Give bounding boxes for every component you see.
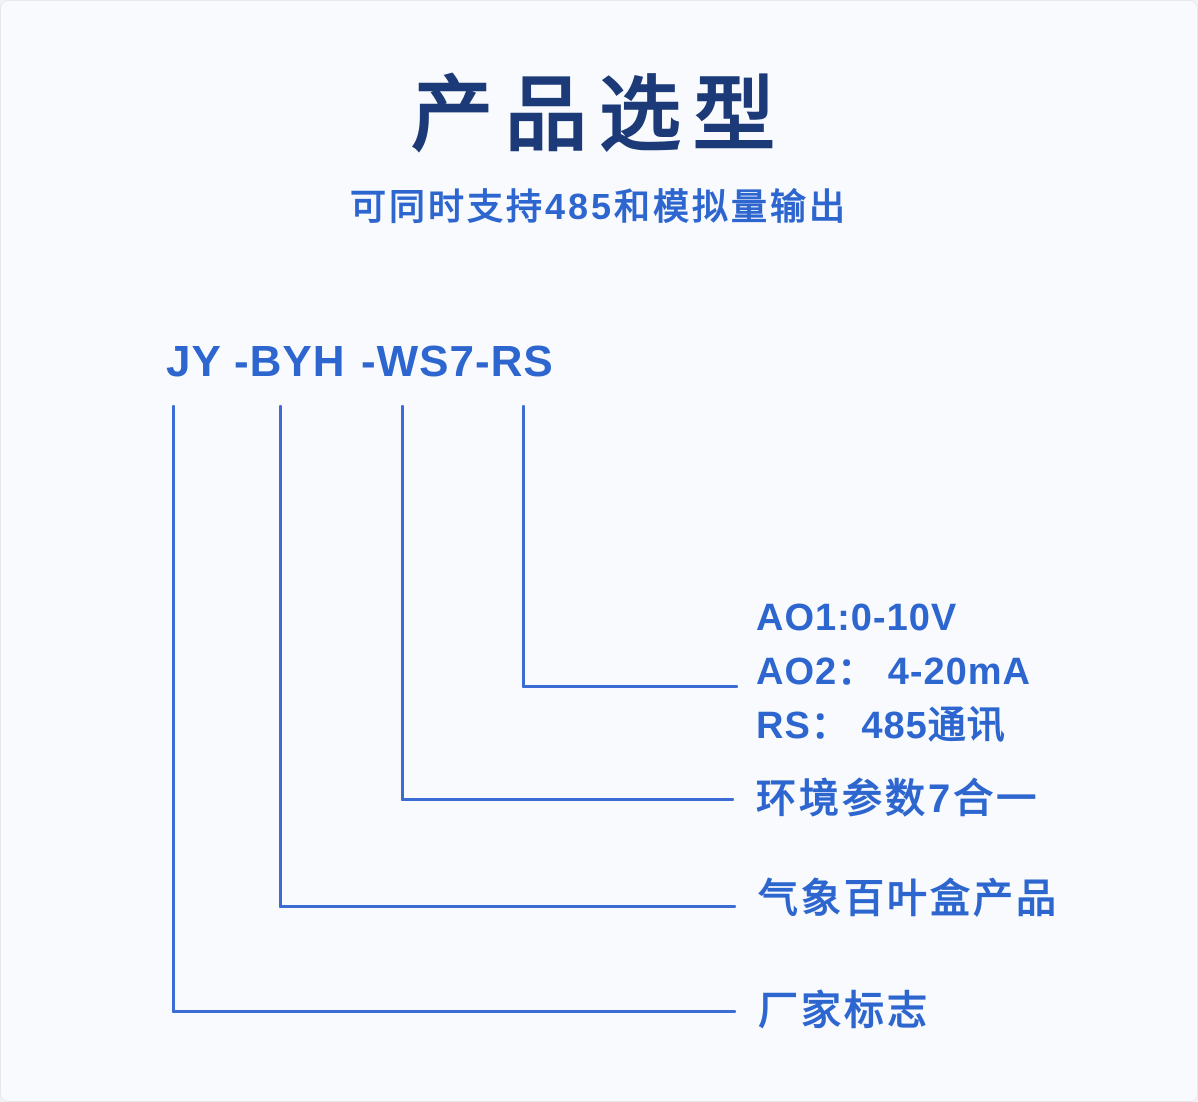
callout-label-rs-group: AO1:0-10V AO2： 4-20mA RS： 485通讯 [756,591,1031,753]
callout-label-rs-485: RS： 485通讯 [756,705,1006,747]
page-subtitle: 可同时支持485和模拟量输出 [349,186,849,227]
connector-line-jy-vertical [172,405,175,1013]
connector-line-rs-vertical [522,405,525,688]
callout-label-byh: 气象百叶盒产品 [758,877,1059,921]
connector-line-ws7-vertical [401,405,404,801]
connector-line-jy-horizontal [172,1010,736,1013]
callout-label-rs-ao2: AO2： 4-20mA [756,651,1031,693]
connector-line-rs-horizontal [522,685,738,688]
callout-label-rs-ao1: AO1:0-10V [756,597,958,639]
page-title: 产品选型 [410,70,787,161]
model-code-variant: -WS7-RS [361,337,554,386]
callout-label-jy: 厂家标志 [758,989,930,1033]
model-code-product: -BYH [234,337,346,386]
model-code-manufacturer: JY [166,337,222,386]
callout-label-ws7: 环境参数7合一 [756,777,1040,821]
connector-line-byh-vertical [279,405,282,908]
connector-line-ws7-horizontal [401,798,734,801]
connector-line-byh-horizontal [279,905,736,908]
